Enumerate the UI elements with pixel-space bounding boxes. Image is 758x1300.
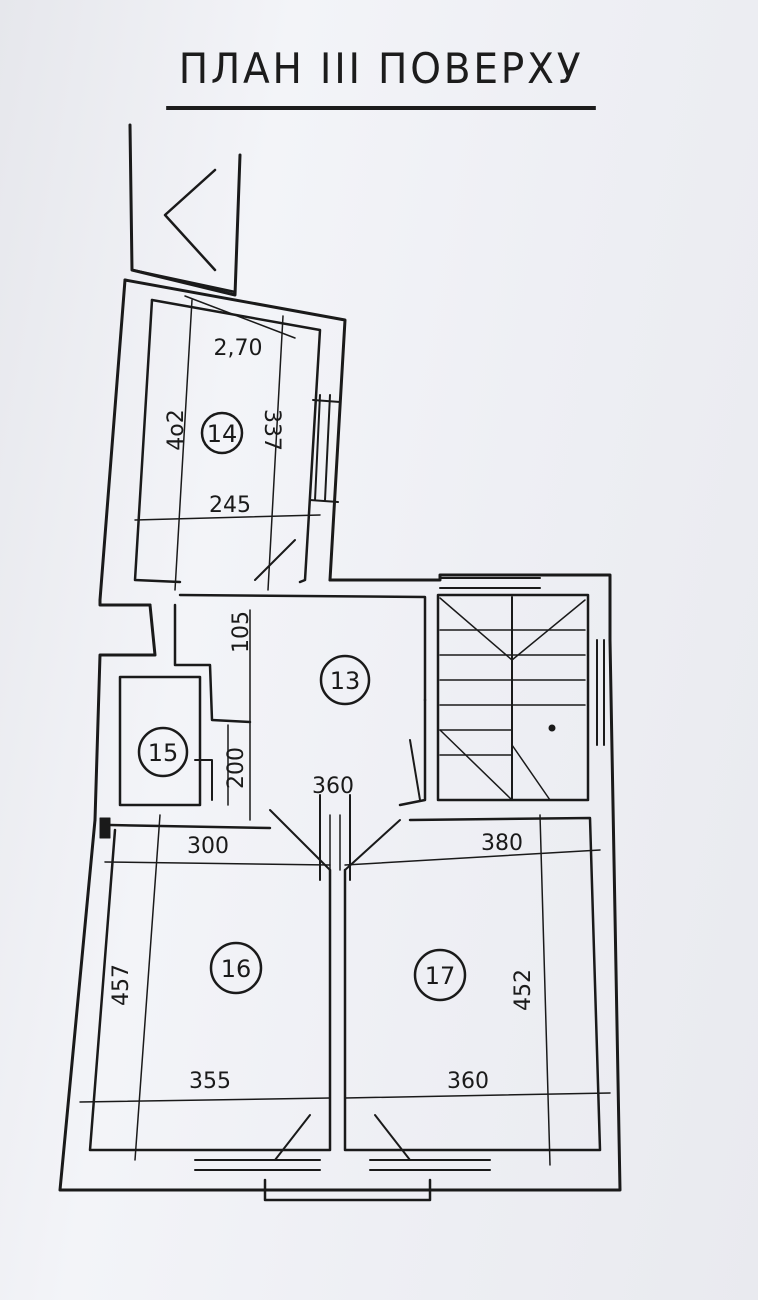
room-14-number: 14	[207, 420, 238, 448]
room-13-walls	[93, 573, 612, 871]
dim-14-top: 2,70	[214, 336, 263, 361]
dim-17-top: 380	[481, 831, 523, 856]
dim-16-top: 300	[187, 834, 229, 859]
room-13-number: 13	[330, 667, 361, 695]
dim-14-right: 337	[259, 409, 284, 451]
dim-13-bottom: 360	[312, 774, 354, 799]
dim-17-bottom: 360	[447, 1069, 489, 1094]
room-13-circle	[319, 654, 371, 706]
dim-17-right: 452	[511, 969, 536, 1011]
dim-16-left: 457	[109, 964, 134, 1006]
dim-14-bottom: 245	[209, 493, 251, 518]
stairwell	[436, 577, 605, 802]
room-16-circle	[209, 941, 263, 995]
room-17-number: 17	[425, 962, 456, 990]
room-14-walls	[98, 278, 347, 607]
room-14-circle	[200, 411, 244, 455]
plan-title: ПЛАН III ПОВЕРХУ	[166, 36, 596, 110]
room-17-circle	[413, 948, 467, 1002]
dim-13-side: 105	[229, 611, 254, 653]
room-15-number: 15	[148, 739, 179, 767]
rooms-16-17-walls	[58, 638, 622, 1202]
dim-16-bottom: 355	[189, 1069, 231, 1094]
room-15-walls	[118, 675, 229, 807]
room-15-circle	[137, 726, 189, 778]
dim-15-side: 200	[224, 747, 249, 789]
balcony	[128, 123, 242, 297]
room-16-number: 16	[221, 955, 252, 983]
dim-14-left: 4о2	[164, 409, 189, 450]
